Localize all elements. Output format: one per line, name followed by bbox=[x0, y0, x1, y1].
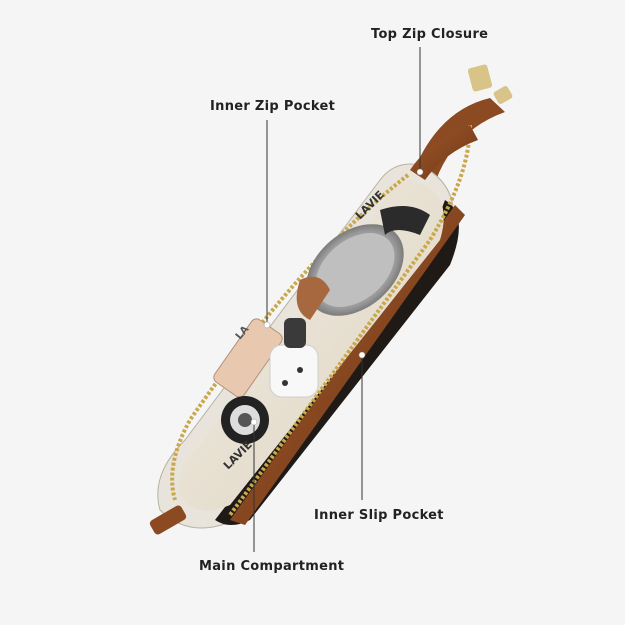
callout-top-zip-closure: Top Zip Closure bbox=[371, 27, 489, 42]
top-trim bbox=[410, 125, 478, 180]
earbuds-case bbox=[269, 344, 319, 398]
callout-dots bbox=[250, 168, 424, 426]
callout-inner-zip-pocket: Inner Zip Pocket bbox=[210, 99, 336, 114]
zipper-pull bbox=[467, 64, 513, 104]
key-pouch bbox=[296, 276, 330, 320]
callout-main-compartment: Main Compartment bbox=[199, 559, 345, 574]
callout-inner-slip-pocket: Inner Slip Pocket bbox=[314, 508, 444, 523]
callout-lines bbox=[253, 47, 421, 552]
sunglasses bbox=[380, 206, 430, 235]
round-tin bbox=[306, 224, 404, 316]
phone bbox=[213, 318, 283, 398]
lip-balm bbox=[284, 318, 306, 348]
perfume-bottle bbox=[221, 396, 269, 444]
